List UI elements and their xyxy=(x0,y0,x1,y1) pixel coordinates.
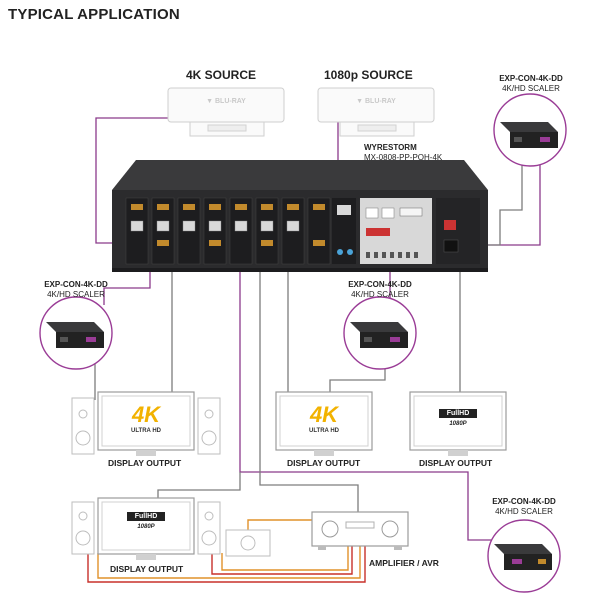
display-4-logo-1080p: 1080P xyxy=(137,524,155,530)
display-1 xyxy=(71,391,221,456)
page-title: TYPICAL APPLICATION xyxy=(8,6,180,23)
display-3-logo-fullhd: FullHD xyxy=(439,409,477,418)
scaler-left-name: EXP-CON-4K-DD xyxy=(44,280,108,289)
scaler-top-right xyxy=(493,93,567,167)
audio-wire-orange-2 xyxy=(97,545,361,579)
display-4 xyxy=(71,497,221,560)
source-4k-label: 4K SOURCE xyxy=(186,68,257,82)
source-4k-player: ▼ BLU-RAY xyxy=(167,87,285,137)
amplifier-label: AMPLIFIER / AVR xyxy=(369,558,439,568)
display-4-logo-fullhd: FullHD xyxy=(127,512,165,521)
display-3-label: DISPLAY OUTPUT xyxy=(419,458,493,468)
matrix-brand: WYRESTORM xyxy=(364,143,417,152)
matrix-model: MX-0808-PP-POH-4K xyxy=(364,153,443,162)
bluray-logo-1080p: ▼ BLU-RAY xyxy=(356,98,396,105)
scaler-center-desc: 4K/HD SCALER xyxy=(351,290,409,299)
scaler-left xyxy=(39,296,113,370)
wire-matrix-to-scaler-bottomright xyxy=(239,238,520,541)
audio-wire-red-1 xyxy=(87,545,366,583)
scaler-top-right-desc: 4K/HD SCALER xyxy=(502,84,560,93)
audio-wire-orange-3 xyxy=(221,545,349,571)
wire-scaler-center-to-display-2 xyxy=(329,365,386,395)
scaler-center-name: EXP-CON-4K-DD xyxy=(348,280,412,289)
scaler-bottom-right-desc: 4K/HD SCALER xyxy=(495,507,553,516)
source-1080p-player: ▼ BLU-RAY xyxy=(317,87,435,137)
display-3 xyxy=(409,391,507,456)
display-3-logo-1080p: 1080P xyxy=(449,421,467,427)
scaler-center xyxy=(343,296,417,370)
display-1-label: DISPLAY OUTPUT xyxy=(108,458,182,468)
display-2-logo-sub: ULTRA HD xyxy=(309,428,339,434)
scaler-top-right-name: EXP-CON-4K-DD xyxy=(499,74,563,83)
amplifier-avr xyxy=(225,511,409,557)
wire-matrix-to-amplifier xyxy=(259,238,359,515)
display-2-logo-4k: 4K xyxy=(309,402,339,427)
scaler-bottom-right xyxy=(487,519,561,593)
display-1-logo-4k: 4K xyxy=(131,402,161,427)
matrix-switcher xyxy=(112,160,488,272)
display-1-logo-sub: ULTRA HD xyxy=(131,428,161,434)
display-2 xyxy=(275,391,373,456)
audio-wire-red-2 xyxy=(211,545,353,575)
scaler-left-desc: 4K/HD SCALER xyxy=(47,290,105,299)
source-1080p-label: 1080p SOURCE xyxy=(324,68,413,82)
display-2-label: DISPLAY OUTPUT xyxy=(287,458,361,468)
display-4-label: DISPLAY OUTPUT xyxy=(110,564,184,574)
scaler-bottom-right-name: EXP-CON-4K-DD xyxy=(492,497,556,506)
bluray-logo-4k: ▼ BLU-RAY xyxy=(206,98,246,105)
wire-matrix-to-display-4 xyxy=(157,472,241,500)
